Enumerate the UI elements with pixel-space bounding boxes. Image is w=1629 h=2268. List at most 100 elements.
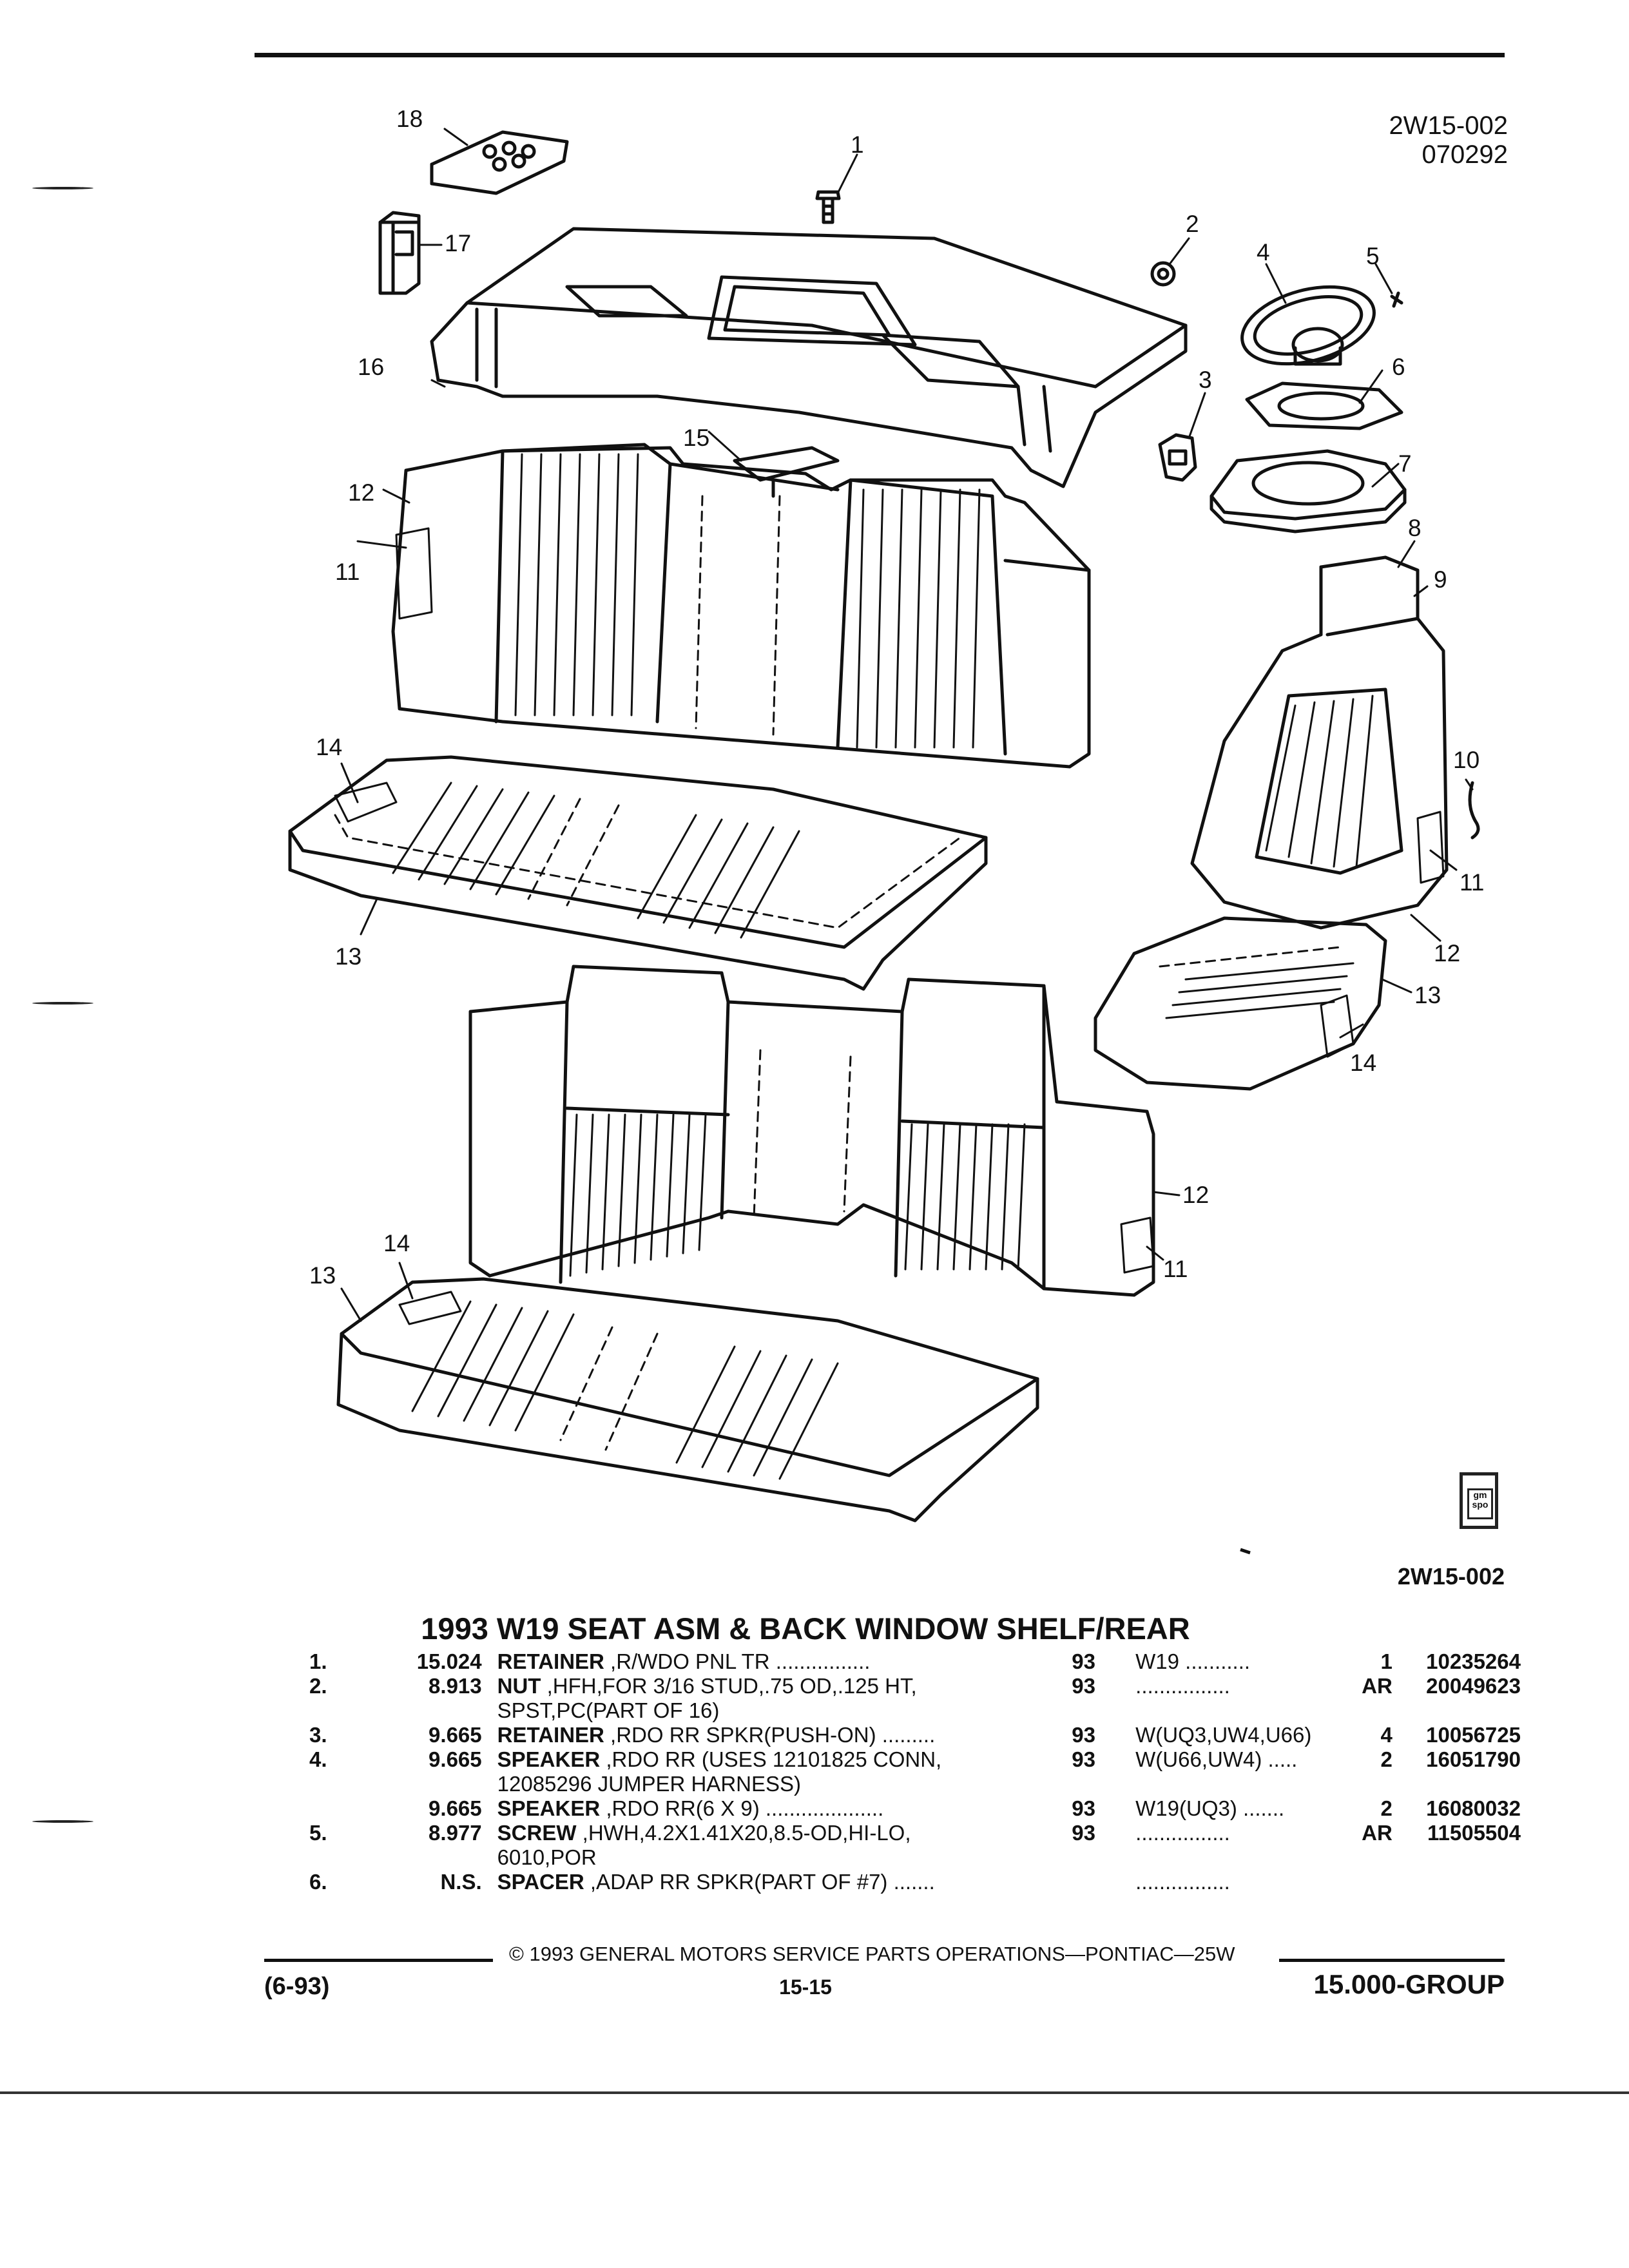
bucket-seat-cushion xyxy=(1094,916,1387,1091)
parts-row: 5. 8.977 SCREW ,HWH,4.2X1.41X20,8.5-OD,HI-… xyxy=(309,1821,1521,1845)
callout-12: 12 xyxy=(1434,940,1461,966)
callout-3: 3 xyxy=(1199,367,1212,393)
parts-row: 1. 15.024 RETAINER ,R/WDO PNL TR .........… xyxy=(309,1649,1521,1674)
usage-code: W19 ........... xyxy=(1135,1649,1251,1673)
part-back-window-shelf xyxy=(430,227,1188,488)
part-number: 20049623 xyxy=(1426,1674,1521,1698)
parts-row: 9.665 SPEAKER ,RDO RR(6 X 9) ............… xyxy=(309,1796,1521,1821)
part-bracket xyxy=(378,211,421,295)
part-number: 11505504 xyxy=(1427,1821,1521,1845)
foam-patch-texture xyxy=(334,527,1445,1325)
callout-leaders xyxy=(340,128,1474,1322)
item-number xyxy=(309,1772,357,1796)
footer-rule-left xyxy=(264,1959,493,1962)
part-detail: ,HWH,4.2X1.41X20,8.5-OD,HI-LO, xyxy=(582,1821,911,1845)
callout-16: 16 xyxy=(358,354,385,380)
usage-code xyxy=(1135,1845,1347,1870)
part-name: SPEAKER xyxy=(497,1747,601,1771)
diagram-code: 2W15-002 xyxy=(1389,111,1508,140)
quantity xyxy=(1347,1870,1393,1894)
part-name: SCREW xyxy=(497,1821,577,1845)
part-screw xyxy=(1390,291,1403,308)
copyright-notice: © 1993 GENERAL MOTORS SERVICE PARTS OPER… xyxy=(509,1943,1235,1965)
part-detail: ,R/WDO PNL TR ................ xyxy=(610,1649,871,1673)
item-number: 4. xyxy=(309,1747,327,1771)
quantity: 1 xyxy=(1380,1649,1393,1673)
callout-11: 11 xyxy=(335,559,360,585)
item-number: 6. xyxy=(309,1870,327,1894)
punch-mark xyxy=(32,187,93,189)
item-number: 3. xyxy=(309,1723,327,1747)
part-name: NUT xyxy=(497,1674,541,1698)
part-number xyxy=(1393,1845,1521,1870)
catalog-code: 8.977 xyxy=(429,1821,482,1845)
callout-13: 13 xyxy=(309,1262,336,1289)
quantity xyxy=(1347,1698,1393,1723)
parts-list-table: 1. 15.024 RETAINER ,R/WDO PNL TR .........… xyxy=(309,1649,1521,1894)
usage-code xyxy=(1135,1772,1347,1796)
part-detail: ,HFH,FOR 3/16 STUD,.75 OD,.125 HT, xyxy=(546,1674,917,1698)
part-name: SPEAKER xyxy=(497,1796,601,1820)
revision-date: (6-93) xyxy=(264,1973,330,2000)
part-detail: ,ADAP RR SPKR(PART OF #7) ....... xyxy=(590,1870,935,1894)
catalog-code xyxy=(357,1698,497,1723)
rear-seat-cushion-lower xyxy=(336,1277,1039,1523)
part-number xyxy=(1393,1772,1521,1796)
bottom-rule xyxy=(0,2091,1629,2094)
page-number: 15-15 xyxy=(779,1975,832,1999)
top-rule xyxy=(255,53,1505,57)
item-number: 2. xyxy=(309,1674,327,1698)
usage-code: ................ xyxy=(1135,1674,1230,1698)
parts-row: 6.N.S.SPACER ,ADAP RR SPKR(PART OF #7) .… xyxy=(309,1870,1521,1894)
model-year: 93 xyxy=(1072,1723,1095,1747)
model-year xyxy=(1072,1870,1135,1894)
part-detail: SPST,PC(PART OF 16) xyxy=(497,1698,720,1722)
model-year: 93 xyxy=(1072,1747,1095,1771)
part-number: 10056725 xyxy=(1426,1723,1521,1747)
quantity: 4 xyxy=(1380,1723,1393,1747)
usage-code: ................ xyxy=(1135,1870,1230,1894)
part-number: 10235264 xyxy=(1426,1649,1521,1673)
callout-7: 7 xyxy=(1398,450,1412,477)
description: 6010,POR xyxy=(497,1845,1072,1870)
catalog-code xyxy=(357,1772,497,1796)
rear-seat-back-lower xyxy=(468,965,1155,1297)
catalog-code: 15.024 xyxy=(416,1649,482,1673)
part-speaker xyxy=(1240,285,1376,366)
callout-14: 14 xyxy=(383,1230,410,1256)
quantity xyxy=(1347,1772,1393,1796)
callout-15: 15 xyxy=(683,425,710,451)
catalog-code: 9.665 xyxy=(429,1796,482,1820)
bucket-seat-back xyxy=(1190,555,1449,930)
item-number xyxy=(309,1845,357,1870)
description: RETAINER ,RDO RR SPKR(PUSH-ON) ......... xyxy=(497,1723,1072,1747)
model-year: 93 xyxy=(1072,1649,1095,1673)
parts-row: 4. 9.665 SPEAKER ,RDO RR (USES 12101825 CO… xyxy=(309,1747,1521,1772)
callout-18: 18 xyxy=(396,106,423,132)
punch-mark xyxy=(32,1002,93,1004)
part-number xyxy=(1393,1870,1521,1894)
part-detail: ,RDO RR (USES 12101825 CONN, xyxy=(606,1747,942,1771)
part-speaker-retainer xyxy=(1158,433,1197,482)
catalog-code: 8.913 xyxy=(429,1674,482,1698)
description: RETAINER ,R/WDO PNL TR ................ xyxy=(497,1649,1072,1674)
callout-11: 11 xyxy=(1163,1256,1188,1282)
callout-12: 12 xyxy=(1182,1182,1210,1208)
part-detail: 6010,POR xyxy=(497,1845,597,1869)
part-adapter xyxy=(1210,449,1407,533)
item-number: 5. xyxy=(309,1821,327,1845)
quantity: AR xyxy=(1362,1821,1393,1845)
part-number: 16080032 xyxy=(1426,1796,1521,1820)
description: 12085296 JUMPER HARNESS) xyxy=(497,1772,1072,1796)
item-number: 1. xyxy=(309,1649,327,1673)
catalog-code xyxy=(357,1845,497,1870)
item-number xyxy=(309,1796,357,1821)
part-spacer xyxy=(1245,381,1403,430)
part-nut xyxy=(1150,261,1176,287)
rear-seat-cushion-upper xyxy=(288,755,988,991)
part-detail: ,RDO RR(6 X 9) .................... xyxy=(606,1796,884,1820)
parts-list-title: 1993 W19 SEAT ASM & BACK WINDOW SHELF/RE… xyxy=(421,1611,1190,1646)
part-name: SPACER xyxy=(497,1870,584,1894)
callout-12: 12 xyxy=(348,479,375,506)
catalog-code: 9.665 xyxy=(429,1747,482,1771)
